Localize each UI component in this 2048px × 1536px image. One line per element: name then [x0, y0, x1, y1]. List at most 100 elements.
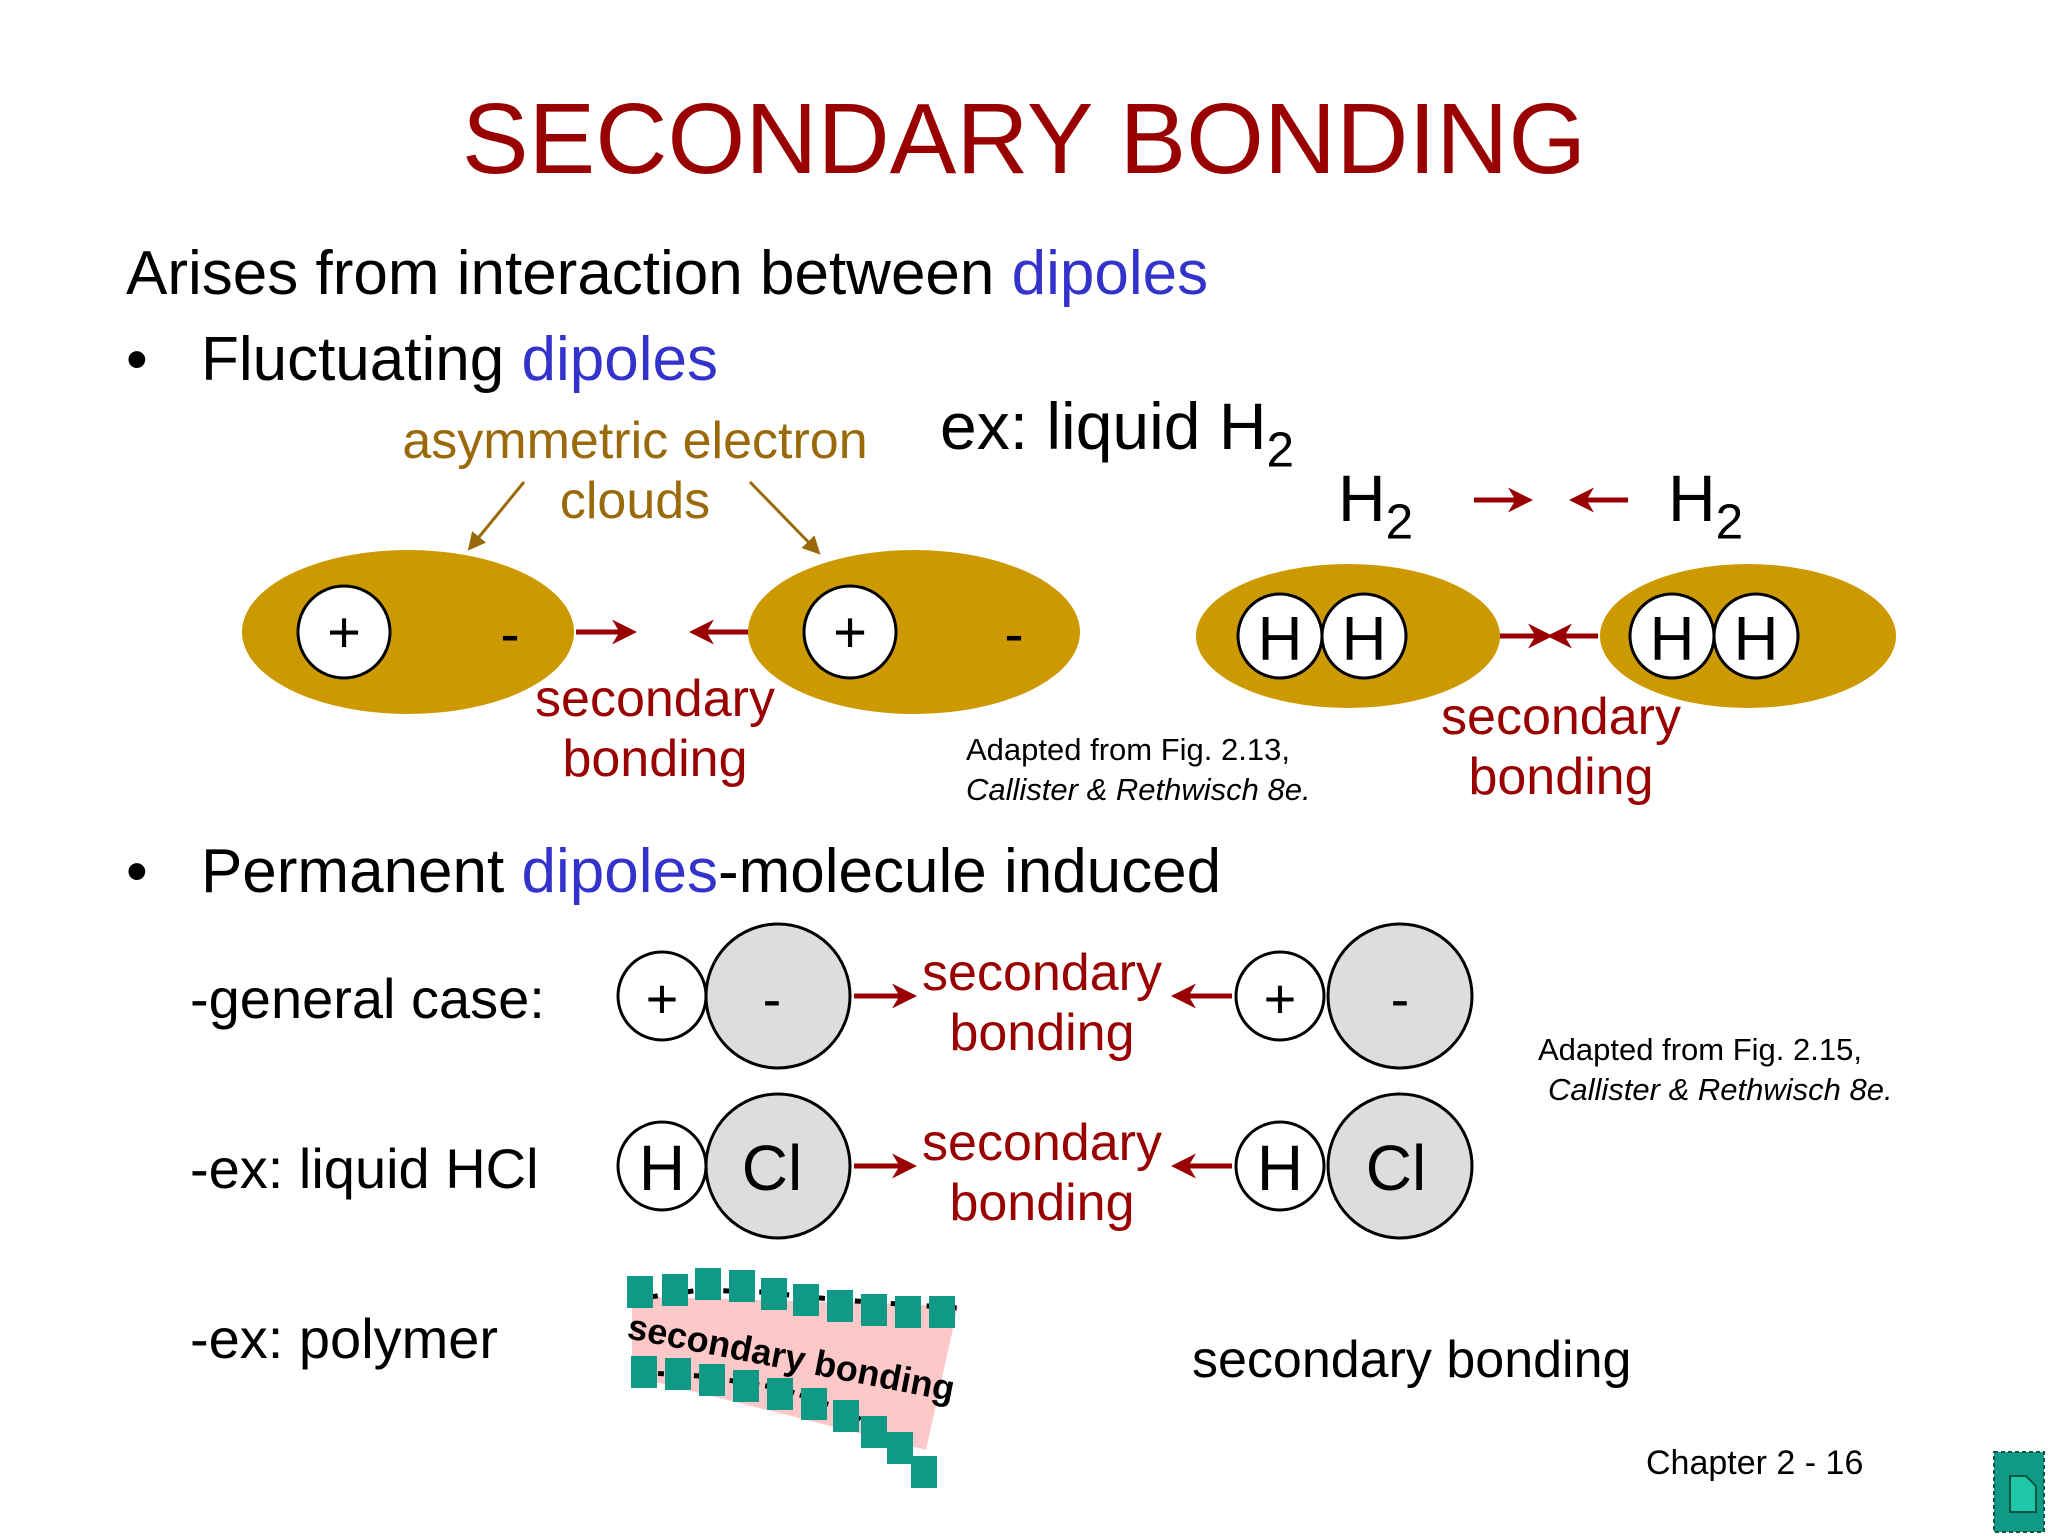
general-minus-left: -: [763, 967, 782, 1030]
bullet1-text: Fluctuating: [200, 325, 522, 394]
plus-sign-right: +: [833, 600, 867, 665]
cloud-pointer-right: [748, 480, 821, 555]
general-plus-left: +: [646, 967, 679, 1030]
h2-right-sub: 2: [1715, 494, 1744, 550]
general-bond-line1: secondary: [922, 944, 1162, 1002]
general-plus-right: +: [1264, 967, 1297, 1030]
minus-sign-left: -: [500, 602, 519, 667]
hcl-cl-right: [1326, 1092, 1474, 1240]
h2-example-sub: 2: [1266, 422, 1295, 478]
polymer-bottom-unit: [911, 1456, 937, 1488]
general-pos-left: [616, 950, 708, 1042]
h2-left-sub: 2: [1385, 494, 1414, 550]
polymer-bottom-unit: [733, 1370, 759, 1402]
secondary-bonding-label-2: secondary bonding: [1426, 688, 1696, 808]
polymer-top-unit: [729, 1270, 755, 1302]
sec-bond-1-line2: bonding: [562, 729, 748, 788]
hcl-h-right: [1234, 1120, 1326, 1212]
polymer-top-unit: [627, 1276, 653, 1308]
polymer-bottom-unit: [665, 1358, 691, 1390]
intro-text: Arises from interaction between: [126, 239, 1012, 308]
polymer-top-unit: [861, 1294, 887, 1326]
sec-bond-2-line2: bonding: [1468, 747, 1654, 806]
general-minus-right: -: [1391, 967, 1410, 1030]
chapter-footer: Chapter 2 - 16: [1646, 1444, 1864, 1482]
minus-sign-right: -: [1004, 602, 1023, 667]
polymer-case-label: -ex: polymer: [190, 1307, 499, 1370]
polymer-right-label: secondary bonding: [1192, 1331, 1632, 1389]
plus-circle-left: [296, 584, 392, 680]
sec-bond-1-line1: secondary: [535, 670, 775, 728]
polymer-bottom-unit: [887, 1432, 913, 1464]
polymer-top-unit: [895, 1296, 921, 1328]
dipole-cloud-right: [748, 550, 1080, 714]
figure-credit-1: Adapted from Fig. 2.13, Callister & Reth…: [966, 730, 1311, 811]
hcl-h-left: [616, 1120, 708, 1212]
general-pos-right: [1234, 950, 1326, 1042]
h2-example-text: ex: liquid H: [940, 389, 1267, 463]
bullet2-rest: -molecule induced: [717, 837, 1222, 906]
bullet2-text: Permanent: [200, 837, 522, 906]
hcl-cl-left-label: Cl: [742, 1132, 802, 1204]
polymer-bottom-unit: [699, 1364, 725, 1396]
polymer-bottom-unit: [767, 1378, 793, 1410]
hcl-case-label: -ex: liquid HCl: [190, 1137, 539, 1200]
credit1-line2: Callister & Rethwisch 8e.: [966, 772, 1311, 808]
hcl-h-right-label: H: [1257, 1132, 1303, 1204]
polymer-bottom-unit: [833, 1400, 859, 1432]
polymer-top-unit: [827, 1290, 853, 1322]
h-atom-4-label: H: [1734, 605, 1779, 674]
h2-left-text: H: [1338, 461, 1386, 535]
polymer-bottom-unit: [631, 1356, 657, 1388]
h-atom-4: [1712, 592, 1800, 680]
h-atom-3-label: H: [1650, 605, 1695, 674]
intro-line: Arises from interaction between dipoles: [126, 239, 1209, 308]
general-case-label: -general case:: [190, 967, 545, 1030]
h2-left-molecule: H2: [1338, 462, 1413, 550]
bullet2-highlight: dipoles: [521, 837, 718, 906]
polymer-top-unit: [761, 1278, 787, 1310]
credit1-line1: Adapted from Fig. 2.13,: [966, 732, 1290, 767]
polymer-chain-bottom: [631, 1356, 937, 1488]
hcl-bond-label: secondary bonding: [910, 1114, 1174, 1234]
intro-highlight: dipoles: [1011, 239, 1209, 308]
general-neg-right: [1326, 922, 1474, 1070]
hcl-cl-right-label: Cl: [1366, 1132, 1426, 1204]
h2-right-text: H: [1668, 461, 1716, 535]
cloud-label: asymmetric electron clouds: [370, 412, 900, 532]
document-nav-icon[interactable]: [1993, 1451, 2045, 1533]
plus-circle-right: [802, 584, 898, 680]
cloud-pointer-left: [467, 481, 526, 551]
credit2-line1: Adapted from Fig. 2.15,: [1538, 1032, 1862, 1067]
h-atom-2-label: H: [1342, 605, 1387, 674]
h2-example-label: ex: liquid H2: [940, 390, 1294, 478]
general-bond-label: secondary bonding: [910, 944, 1174, 1064]
polymer-bottom-unit: [801, 1388, 827, 1420]
slide-title: SECONDARY BONDING: [461, 83, 1587, 195]
bullet1-highlight: dipoles: [521, 325, 718, 394]
figure-credit-2: Adapted from Fig. 2.15, Callister & Reth…: [1538, 1030, 1893, 1111]
secondary-bonding-label-1: secondary bonding: [520, 670, 790, 790]
polymer-bond-band: [632, 1296, 958, 1450]
bullet-permanent: • Permanent dipoles-molecule induced: [126, 837, 1222, 906]
bullet2-mark: •: [126, 837, 148, 906]
cloud-label-line1: asymmetric electron: [402, 412, 868, 470]
sec-bond-2-line1: secondary: [1441, 688, 1681, 746]
polymer-top-unit: [662, 1274, 688, 1306]
h-atom-1-label: H: [1258, 605, 1303, 674]
plus-sign-left: +: [327, 600, 361, 665]
hcl-bond-line2: bonding: [949, 1173, 1135, 1232]
polymer-bottom-unit: [861, 1416, 887, 1448]
hcl-bond-line1: secondary: [922, 1114, 1162, 1172]
bullet-fluctuating: • Fluctuating dipoles: [126, 325, 718, 394]
polymer-top-unit: [695, 1268, 721, 1300]
h-atom-2: [1320, 592, 1408, 680]
hcl-h-left-label: H: [639, 1132, 685, 1204]
polymer-top-unit: [929, 1296, 955, 1328]
general-bond-line2: bonding: [949, 1003, 1135, 1062]
h2-right-molecule: H2: [1668, 462, 1743, 550]
polymer-diagram: secondary bonding: [624, 1268, 958, 1488]
cloud-label-line2: clouds: [559, 471, 711, 530]
